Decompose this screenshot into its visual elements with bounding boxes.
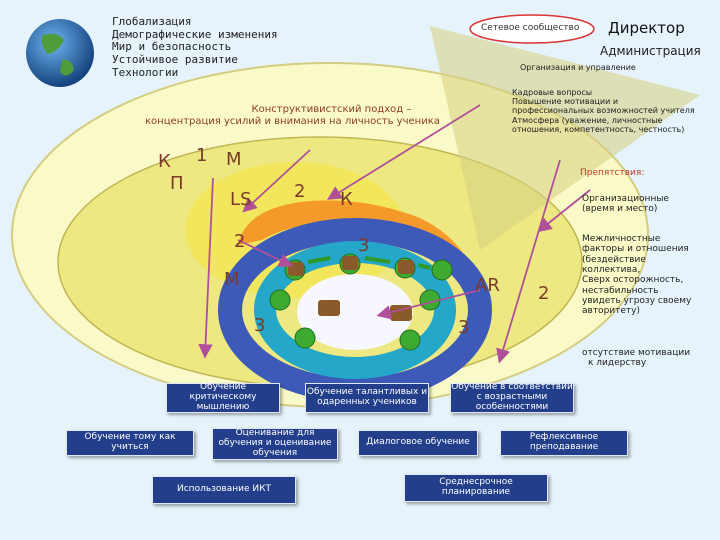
number-two-right: 2 xyxy=(538,283,550,304)
letter-k-left: К xyxy=(158,151,171,172)
obstacles-personal: Межличностные факторы и отношения (безде… xyxy=(582,234,692,317)
box-assessment: Оценивание для обучения и оценивание обу… xyxy=(212,428,338,460)
number-one: 1 xyxy=(196,145,208,166)
number-three-top: 3 xyxy=(358,235,370,256)
orange-arc xyxy=(238,200,470,270)
box-dialog: Диалоговое обучение xyxy=(358,430,478,456)
administration-label: Администрация xyxy=(600,44,701,58)
box-ict: Использование ИКТ xyxy=(152,476,296,504)
approach-text: Конструктивистский подход – концентрация… xyxy=(145,104,440,127)
number-two-left: 2 xyxy=(234,231,246,252)
box-gifted: Обучение талантливых и одаренных ученико… xyxy=(305,383,429,413)
box-planning: Среднесрочное планирование xyxy=(404,474,548,502)
global-factors: Глобализация Демографические изменения М… xyxy=(112,15,278,79)
green-arrows xyxy=(307,256,431,270)
label-ls: LS xyxy=(230,189,252,210)
teal-ring xyxy=(254,241,456,379)
network-label: Сетевое сообщество xyxy=(481,23,580,33)
number-three-right: 3 xyxy=(458,317,470,338)
obstacles-motivation: отсутствие мотивации к лидерству xyxy=(582,348,691,369)
box-reflective: Рефлексивное преподавание xyxy=(500,430,628,456)
letter-m-left: М xyxy=(224,269,240,290)
obstacles-org: Организационные (время и место) xyxy=(582,194,669,215)
number-three-left: 3 xyxy=(254,315,266,336)
label-ar: AR xyxy=(475,275,500,296)
number-two-center: 2 xyxy=(294,181,306,202)
globe-icon xyxy=(26,19,94,87)
letter-p: П xyxy=(170,173,184,194)
obstacles-title: Препятствия: xyxy=(580,168,645,178)
magenta-arrows xyxy=(198,104,591,364)
personnel-text: Кадровые вопросы Повышение мотивации и п… xyxy=(512,88,695,134)
director-label: Директор xyxy=(608,19,685,37)
letter-m-top: М xyxy=(226,149,242,170)
box-critical-thinking: Обучение критическому мышлению xyxy=(166,382,280,413)
network-oval xyxy=(469,14,595,44)
org-management-label: Организация и управление xyxy=(520,63,636,72)
box-learn-to-learn: Обучение тому как учиться xyxy=(66,430,194,456)
box-age: Обучение в соответствии с возрастными ос… xyxy=(450,382,574,413)
leader-wedge xyxy=(430,26,700,250)
letter-k-mid: К xyxy=(340,189,353,210)
